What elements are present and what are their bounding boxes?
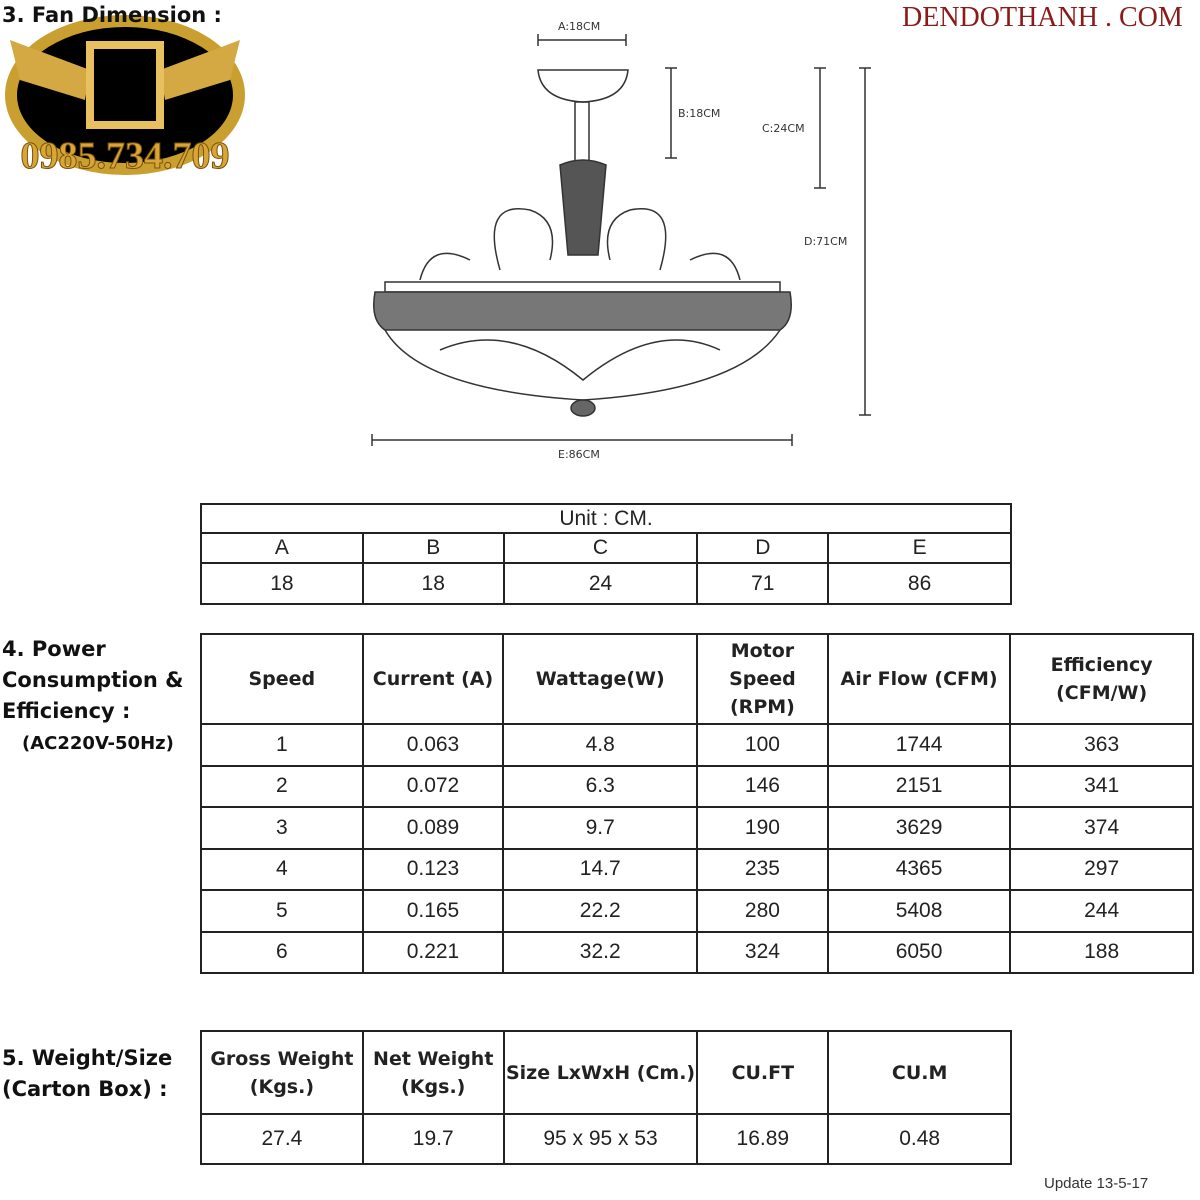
title-line: Efficiency : <box>2 699 131 723</box>
dim-header: A <box>200 532 364 564</box>
section-4-title: 4. Power Consumption & Efficiency : <box>2 634 183 727</box>
dim-header: C <box>502 532 699 564</box>
power-cell: 235 <box>696 847 829 891</box>
power-cell: 280 <box>696 889 829 933</box>
dim-header: E <box>827 532 1012 564</box>
power-cell: 22.2 <box>502 889 699 933</box>
dim-value: 24 <box>502 562 699 605</box>
power-cell: 6050 <box>826 930 1012 974</box>
title-line: Consumption & <box>2 668 184 692</box>
weight-value: 19.7 <box>361 1113 505 1165</box>
site-name: DENDOTHANH . COM <box>902 2 1183 33</box>
dim-e-label: E:86CM <box>558 448 600 461</box>
power-cell: 190 <box>696 806 829 850</box>
dim-header: B <box>361 532 505 564</box>
dimension-table: Unit : CM. A B C D E 18 18 24 71 86 <box>200 503 1012 605</box>
power-cell: 341 <box>1009 764 1194 808</box>
dim-value: 71 <box>696 562 830 605</box>
section-3-title: 3. Fan Dimension : <box>2 3 222 27</box>
title-line: 5. Weight/Size <box>2 1046 173 1070</box>
section-5-title: 5. Weight/Size (Carton Box) : <box>2 1043 172 1105</box>
power-header: Current (A) <box>361 633 505 725</box>
power-cell: 0.123 <box>361 847 505 891</box>
power-cell: 146 <box>696 764 829 808</box>
unit-label: Unit : CM. <box>200 503 1012 534</box>
power-cell: 1 <box>200 723 364 767</box>
weight-value: 27.4 <box>200 1113 364 1165</box>
power-cell: 2 <box>200 764 364 808</box>
voltage-label: (AC220V-50Hz) <box>22 733 174 754</box>
power-cell: 2151 <box>826 764 1012 808</box>
power-cell: 363 <box>1009 723 1194 767</box>
power-header: Air Flow (CFM) <box>826 633 1012 725</box>
dim-b-label: B:18CM <box>678 107 721 120</box>
weight-value: 95 x 95 x 53 <box>502 1113 699 1165</box>
power-cell: 32.2 <box>502 930 699 974</box>
power-cell: 5408 <box>826 889 1012 933</box>
power-header: Wattage(W) <box>502 633 699 725</box>
power-cell: 0.063 <box>361 723 505 767</box>
power-cell: 0.221 <box>361 930 505 974</box>
power-cell: 374 <box>1009 806 1194 850</box>
weight-header: Gross Weight (Kgs.) <box>200 1030 364 1115</box>
weight-header: CU.M <box>827 1030 1012 1115</box>
title-line: (Carton Box) : <box>2 1077 168 1101</box>
power-cell: 4365 <box>826 847 1012 891</box>
dim-a-label: A:18CM <box>558 20 601 33</box>
power-cell: 297 <box>1009 847 1194 891</box>
update-date: Update 13-5-17 <box>1044 1175 1149 1192</box>
power-cell: 100 <box>696 723 829 767</box>
weight-value: 0.48 <box>827 1113 1012 1165</box>
power-cell: 14.7 <box>502 847 699 891</box>
power-cell: 324 <box>696 930 829 974</box>
dim-value: 18 <box>361 562 505 605</box>
power-cell: 6 <box>200 930 364 974</box>
power-cell: 5 <box>200 889 364 933</box>
weight-table: Gross Weight (Kgs.) Net Weight (Kgs.) Si… <box>200 1030 1012 1165</box>
power-cell: 4 <box>200 847 364 891</box>
power-cell: 188 <box>1009 930 1194 974</box>
power-cell: 1744 <box>826 723 1012 767</box>
power-cell: 0.089 <box>361 806 505 850</box>
power-header: Speed <box>200 633 364 725</box>
weight-header: Size LxWxH (Cm.) <box>502 1030 699 1115</box>
power-cell: 0.165 <box>361 889 505 933</box>
power-cell: 0.072 <box>361 764 505 808</box>
dim-value: 86 <box>827 562 1012 605</box>
power-header: Efficiency (CFM/W) <box>1009 633 1194 725</box>
power-cell: 6.3 <box>502 764 699 808</box>
power-cell: 3 <box>200 806 364 850</box>
power-cell: 9.7 <box>502 806 699 850</box>
logo-phone: 0985.734.709 <box>21 135 230 175</box>
weight-header: Net Weight (Kgs.) <box>361 1030 505 1115</box>
dim-d-label: D:71CM <box>804 235 848 248</box>
fan-drawing <box>371 34 871 446</box>
brand-logo: 0985.734.709 <box>5 15 245 175</box>
dim-header: D <box>696 532 830 564</box>
title-line: 4. Power <box>2 637 106 661</box>
power-cell: 4.8 <box>502 723 699 767</box>
power-header: Motor Speed (RPM) <box>696 633 829 725</box>
power-cell: 3629 <box>826 806 1012 850</box>
dim-value: 18 <box>200 562 364 605</box>
power-cell: 244 <box>1009 889 1194 933</box>
weight-header: CU.FT <box>696 1030 830 1115</box>
dim-c-label: C:24CM <box>762 122 805 135</box>
weight-value: 16.89 <box>696 1113 830 1165</box>
